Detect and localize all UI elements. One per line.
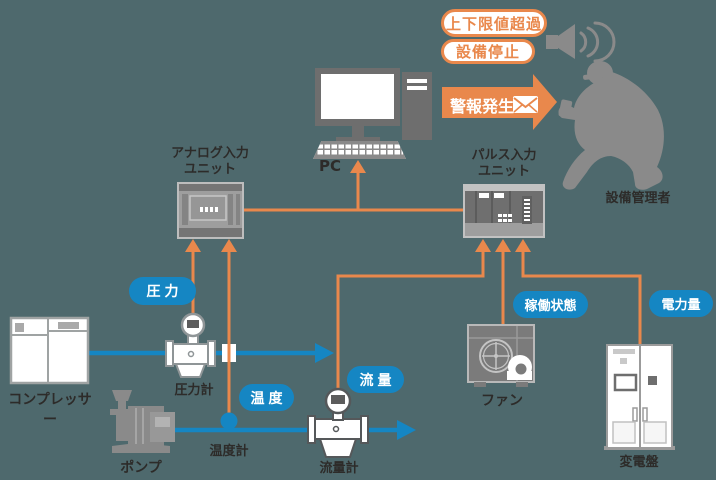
signal-arrowheads [185,160,531,252]
pc-keyboard [313,141,406,159]
operating-status-pill-label: 稼働状態 [524,299,577,314]
compressor-label: コンプレッサー [8,392,92,428]
fan-figure [467,324,535,387]
alert-pill-equipment-stop-label: 設備停止 [455,43,520,61]
speaker-icon [546,21,616,63]
analog-unit-label-line2: ユニット [183,162,236,177]
alert-pill-limit-exceeded: 上下限値超過 [441,9,547,37]
pulse-input-unit-figure [463,184,545,238]
pipe-arrow-1 [315,343,334,363]
pulse-unit-label-line2: ユニット [477,164,530,179]
pump-label: ポンプ [120,460,162,476]
pressure-pill-label: 圧力 [146,284,183,300]
wire-flow [336,249,485,391]
temperature-sensor-figure [220,412,238,430]
compressor-figure [9,316,90,385]
measurement-pill-pressure: 圧力 [129,277,196,305]
pressure-gauge-label: 圧力計 [174,383,214,398]
pipe-arrow-2 [397,420,416,440]
analog-unit-label-line1: アナログ入力 [171,146,249,161]
alarm-arrow-icon [442,74,557,130]
pulse-unit-label: パルス入力 ユニット [456,148,552,180]
power-pill-label: 電力量 [661,298,701,313]
measurement-pill-temperature: 温度 [239,384,294,411]
analog-unit-label: アナログ入力 ユニット [162,146,258,178]
switchboard-figure [604,344,675,450]
measurement-pill-flow: 流量 [347,366,404,393]
alarm-label: 警報発生 [450,97,515,116]
facility-manager-figure [558,61,664,190]
analog-input-unit-figure [177,182,244,239]
manager-label: 設備管理者 [605,191,671,206]
wire-power [521,249,642,347]
signal-wires [191,170,642,414]
pulse-unit-label-line1: パルス入力 [471,148,537,163]
pump-figure [110,390,175,453]
thermometer-label: 温度計 [209,444,249,459]
measurement-pill-operating-status: 稼働状態 [513,291,588,318]
temperature-pill-label: 温度 [250,390,287,407]
alert-pill-limit-exceeded-label: 上下限値超過 [445,14,542,33]
fan-label: ファン [481,393,523,409]
pc-label: PC [319,157,342,175]
alert-pill-equipment-stop: 設備停止 [441,39,535,64]
flow-meter-label: 流量計 [319,461,359,476]
flow-pill-label: 流量 [359,372,396,389]
flow-meter-figure [307,387,369,458]
measurement-pill-power: 電力量 [649,290,713,317]
pressure-gauge-figure [165,312,216,378]
switchboard-label: 変電盤 [619,455,659,470]
